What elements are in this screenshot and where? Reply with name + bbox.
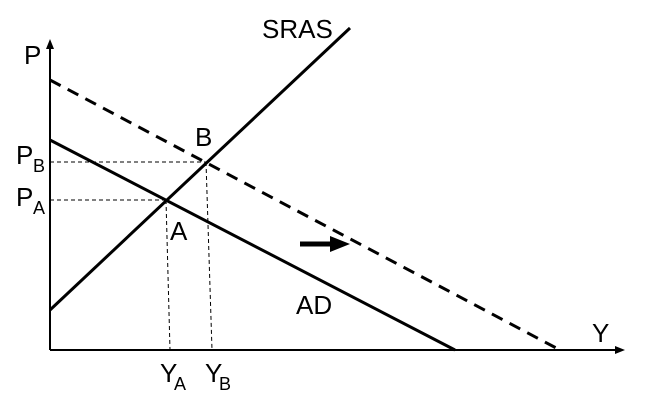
pa-tick-label: P [16,182,33,212]
yb-tick-subscript: B [219,374,231,394]
y-axis-label: P [24,40,41,70]
pb-tick-label: P [16,140,33,170]
point-a-label: A [170,216,188,246]
point-b-label: B [195,122,212,152]
ya-tick-label: Y [160,358,177,388]
yb-guide-line [205,161,213,351]
ya-tick-subscript: A [174,374,186,394]
x-axis-label: Y [592,318,609,348]
pb-tick-subscript: B [33,156,45,176]
ad-label: AD [296,290,332,320]
sras-curve [48,26,352,312]
right-arrow-icon [300,236,350,252]
ad-shifted-curve [49,78,561,352]
sras-label: SRAS [262,14,333,44]
yb-tick-label: Y [205,358,222,388]
ad-curve [49,138,456,352]
pa-tick-subscript: A [33,198,45,218]
